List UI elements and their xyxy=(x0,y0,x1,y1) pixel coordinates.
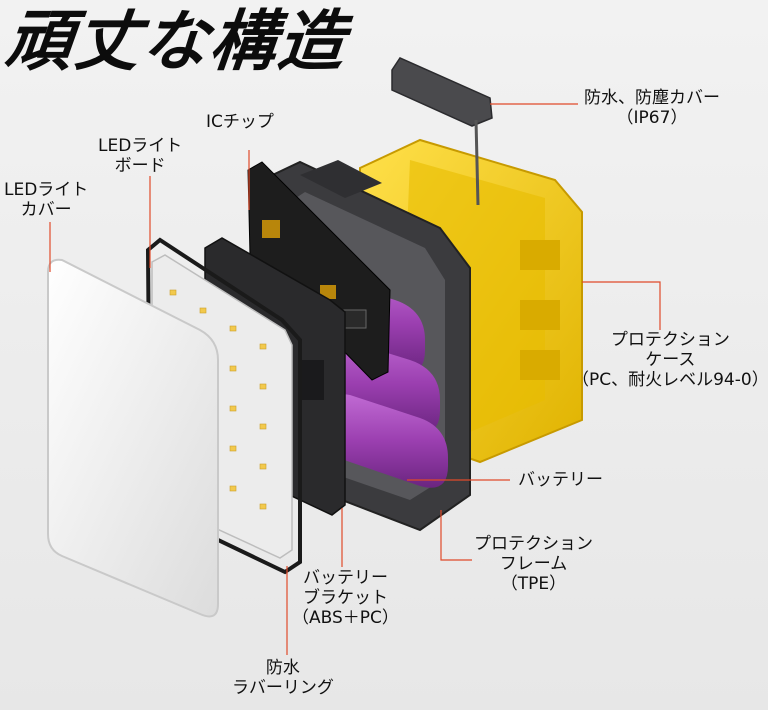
label-battery: バッテリー xyxy=(518,470,603,490)
leader-lines xyxy=(49,103,661,655)
label-led-cover: LEDライト カバー xyxy=(4,180,89,220)
label-protection-frame: プロテクション フレーム （TPE） xyxy=(474,534,593,594)
ic-chip-board xyxy=(247,161,391,381)
label-rubber-ring: 防水 ラバーリング xyxy=(232,658,334,698)
label-battery-bracket: バッテリー ブラケット （ABS＋PC） xyxy=(292,568,399,628)
led-light-cover xyxy=(47,258,219,618)
label-protection-case: プロテクション ケース （PC、耐火レベル94-0） xyxy=(572,330,768,390)
label-ic-chip: ICチップ xyxy=(206,112,274,132)
label-led-board: LEDライト ボード xyxy=(98,136,183,176)
label-dust-cover: 防水、防塵カバー （IP67） xyxy=(584,88,720,128)
dust-cover xyxy=(391,57,493,206)
